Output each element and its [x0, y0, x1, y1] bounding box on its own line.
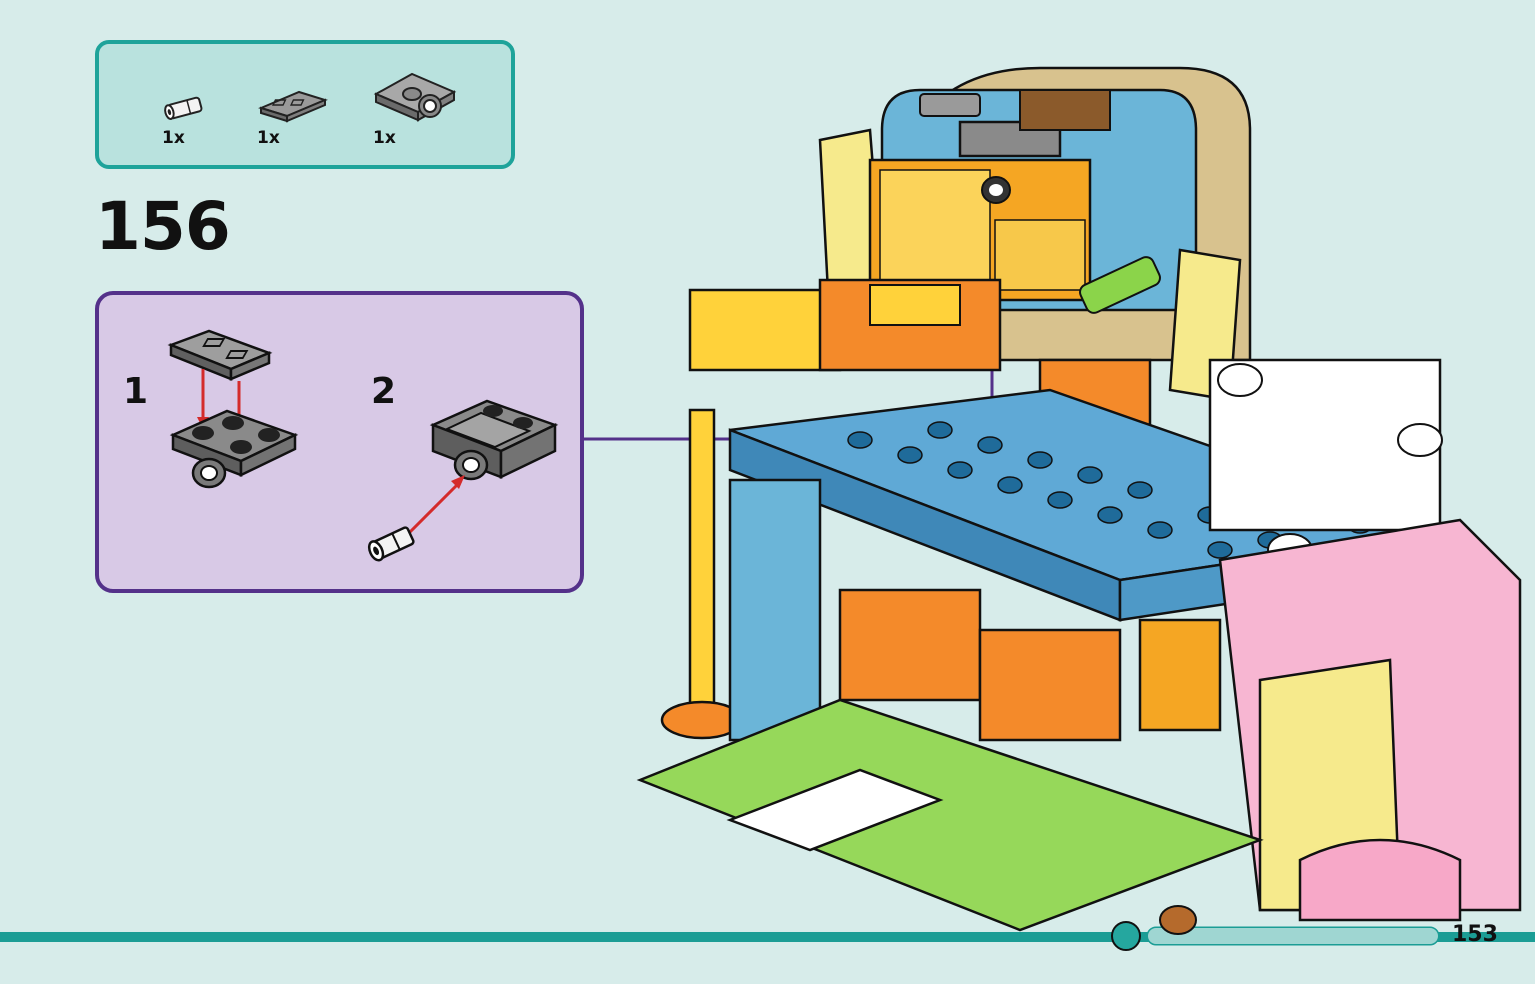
progress-track — [1111, 905, 1440, 951]
substep-2-label: 2 — [371, 371, 397, 412]
parts-list-box: 1x 1x 1x — [95, 40, 515, 169]
model-illustration — [636, 66, 1522, 932]
part-qty: 1x — [162, 128, 185, 148]
substep-1-label: 1 — [123, 371, 149, 412]
substep-2-illustration — [367, 399, 559, 562]
substep-box: 1 2 — [95, 291, 584, 593]
part-qty: 1x — [257, 128, 280, 148]
footer-bar — [0, 932, 1535, 942]
part-qty: 1x — [373, 128, 396, 148]
plate-with-pin-hole-icon — [373, 72, 457, 122]
step-number: 156 — [95, 188, 231, 265]
page-number: 153 — [1452, 922, 1498, 947]
technic-pin-icon — [164, 96, 203, 120]
tile-plate-icon — [258, 90, 328, 123]
substep-1-illustration — [167, 329, 299, 489]
